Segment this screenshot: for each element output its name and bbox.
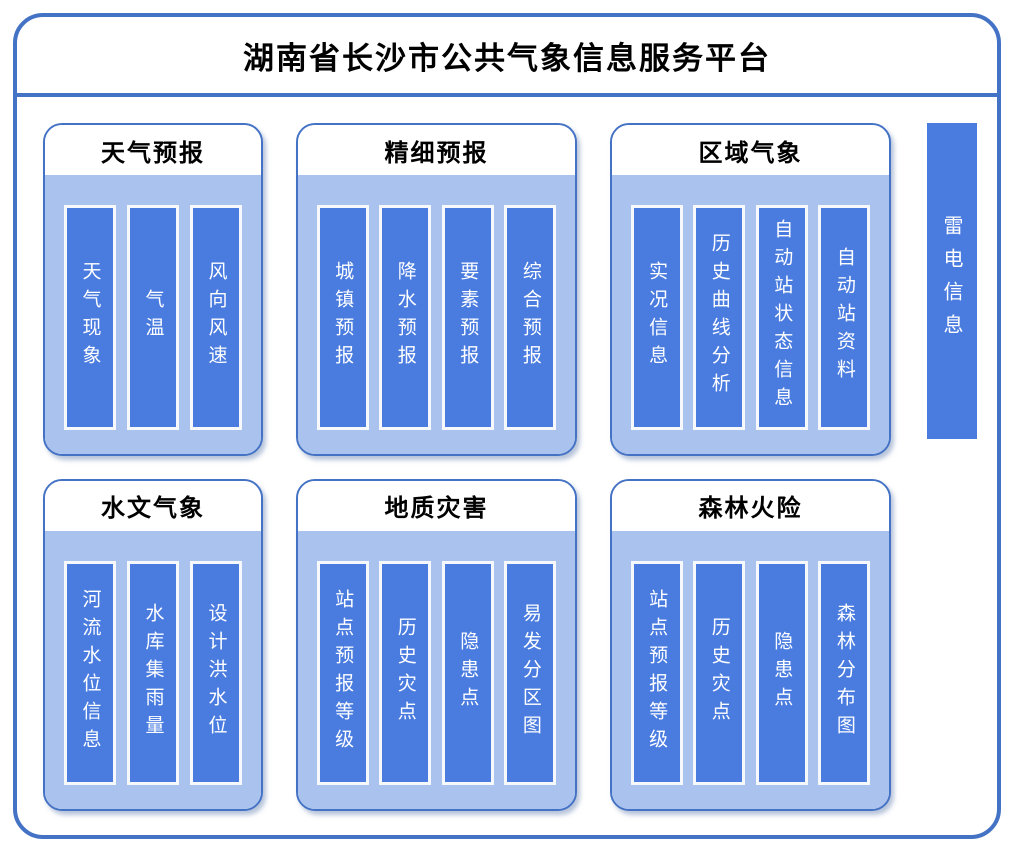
diagram-frame: 湖南省长沙市公共气象信息服务平台 天气预报 天气现象 气温 风向风速 精细预报 … — [13, 13, 1001, 839]
item-bar-label: 隐患点 — [771, 630, 794, 715]
panel-header: 区域气象 — [612, 125, 889, 175]
panel-body: 站点预报等级 历史灾点 隐患点 森林分布图 — [612, 530, 889, 809]
item-bar-label: 城镇预报 — [332, 261, 355, 374]
item-bar-label: 历史曲线分析 — [708, 233, 731, 402]
panel-body: 站点预报等级 历史灾点 隐患点 易发分区图 — [298, 530, 575, 809]
item-bar: 实况信息 — [630, 205, 683, 430]
item-bar-label: 易发分区图 — [519, 602, 542, 743]
item-bar: 隐患点 — [441, 560, 494, 785]
item-bar-label: 设计洪水位 — [205, 602, 228, 743]
panel-forest-fire-risk: 森林火险 站点预报等级 历史灾点 隐患点 森林分布图 — [610, 478, 891, 811]
panel-body: 城镇预报 降水预报 要素预报 综合预报 — [298, 175, 575, 454]
item-bar-label: 历史灾点 — [394, 616, 417, 729]
panel-hydrology-meteorology: 水文气象 河流水位信息 水库集雨量 设计洪水位 — [43, 478, 263, 811]
diagram-content: 天气预报 天气现象 气温 风向风速 精细预报 城镇预报 降水预报 要素预报 综合… — [17, 97, 997, 835]
panel-header: 森林火险 — [612, 480, 889, 531]
item-bar-label: 天气现象 — [79, 261, 102, 374]
item-bar-label: 实况信息 — [646, 261, 669, 374]
item-bar-label: 水库集雨量 — [142, 602, 165, 743]
item-bar-label: 历史灾点 — [708, 616, 731, 729]
item-bar-label: 森林分布图 — [833, 602, 856, 743]
item-bar-label: 气温 — [142, 289, 165, 346]
item-bar: 风向风速 — [190, 205, 242, 430]
panel-header: 精细预报 — [298, 125, 575, 175]
item-bar: 城镇预报 — [316, 205, 369, 430]
item-bar: 水库集雨量 — [127, 560, 179, 785]
lightning-info-bar: 雷电信息 — [927, 123, 977, 439]
panel-header: 水文气象 — [45, 480, 261, 531]
lightning-info-label: 雷电信息 — [940, 215, 964, 347]
item-bar-label: 站点预报等级 — [646, 588, 669, 757]
lightning-column: 雷电信息 — [927, 123, 977, 811]
item-bar: 隐患点 — [755, 560, 808, 785]
item-bar: 自动站资料 — [818, 205, 871, 430]
item-bar: 站点预报等级 — [630, 560, 683, 785]
item-bar-label: 隐患点 — [457, 630, 480, 715]
panel-fine-forecast: 精细预报 城镇预报 降水预报 要素预报 综合预报 — [296, 123, 577, 456]
item-bar-label: 风向风速 — [205, 261, 228, 374]
item-bar-label: 综合预报 — [519, 261, 542, 374]
panel-body: 实况信息 历史曲线分析 自动站状态信息 自动站资料 — [612, 175, 889, 454]
panel-body: 河流水位信息 水库集雨量 设计洪水位 — [45, 530, 261, 809]
item-bar-label: 降水预报 — [394, 261, 417, 374]
item-bar: 自动站状态信息 — [755, 205, 808, 430]
item-bar: 森林分布图 — [818, 560, 871, 785]
item-bar: 要素预报 — [441, 205, 494, 430]
item-bar-label: 要素预报 — [457, 261, 480, 374]
panel-grid: 天气预报 天气现象 气温 风向风速 精细预报 城镇预报 降水预报 要素预报 综合… — [43, 123, 894, 811]
item-bar: 降水预报 — [379, 205, 432, 430]
panel-weather-forecast: 天气预报 天气现象 气温 风向风速 — [43, 123, 263, 456]
item-bar: 气温 — [127, 205, 179, 430]
item-bar: 历史曲线分析 — [693, 205, 746, 430]
item-bar-label: 河流水位信息 — [79, 588, 102, 757]
panel-body: 天气现象 气温 风向风速 — [45, 175, 261, 454]
item-bar: 易发分区图 — [504, 560, 557, 785]
item-bar-label: 自动站资料 — [833, 247, 856, 388]
item-bar: 站点预报等级 — [316, 560, 369, 785]
item-bar: 历史灾点 — [693, 560, 746, 785]
panel-geological-disaster: 地质灾害 站点预报等级 历史灾点 隐患点 易发分区图 — [296, 478, 577, 811]
panel-header: 天气预报 — [45, 125, 261, 175]
panel-header: 地质灾害 — [298, 480, 575, 531]
item-bar: 设计洪水位 — [190, 560, 242, 785]
page-title: 湖南省长沙市公共气象信息服务平台 — [243, 40, 771, 77]
item-bar-label: 自动站状态信息 — [771, 219, 794, 416]
item-bar-label: 站点预报等级 — [332, 588, 355, 757]
title-bar: 湖南省长沙市公共气象信息服务平台 — [17, 17, 997, 97]
item-bar: 天气现象 — [64, 205, 116, 430]
item-bar: 河流水位信息 — [64, 560, 116, 785]
item-bar: 历史灾点 — [379, 560, 432, 785]
panel-regional-meteorology: 区域气象 实况信息 历史曲线分析 自动站状态信息 自动站资料 — [610, 123, 891, 456]
item-bar: 综合预报 — [504, 205, 557, 430]
